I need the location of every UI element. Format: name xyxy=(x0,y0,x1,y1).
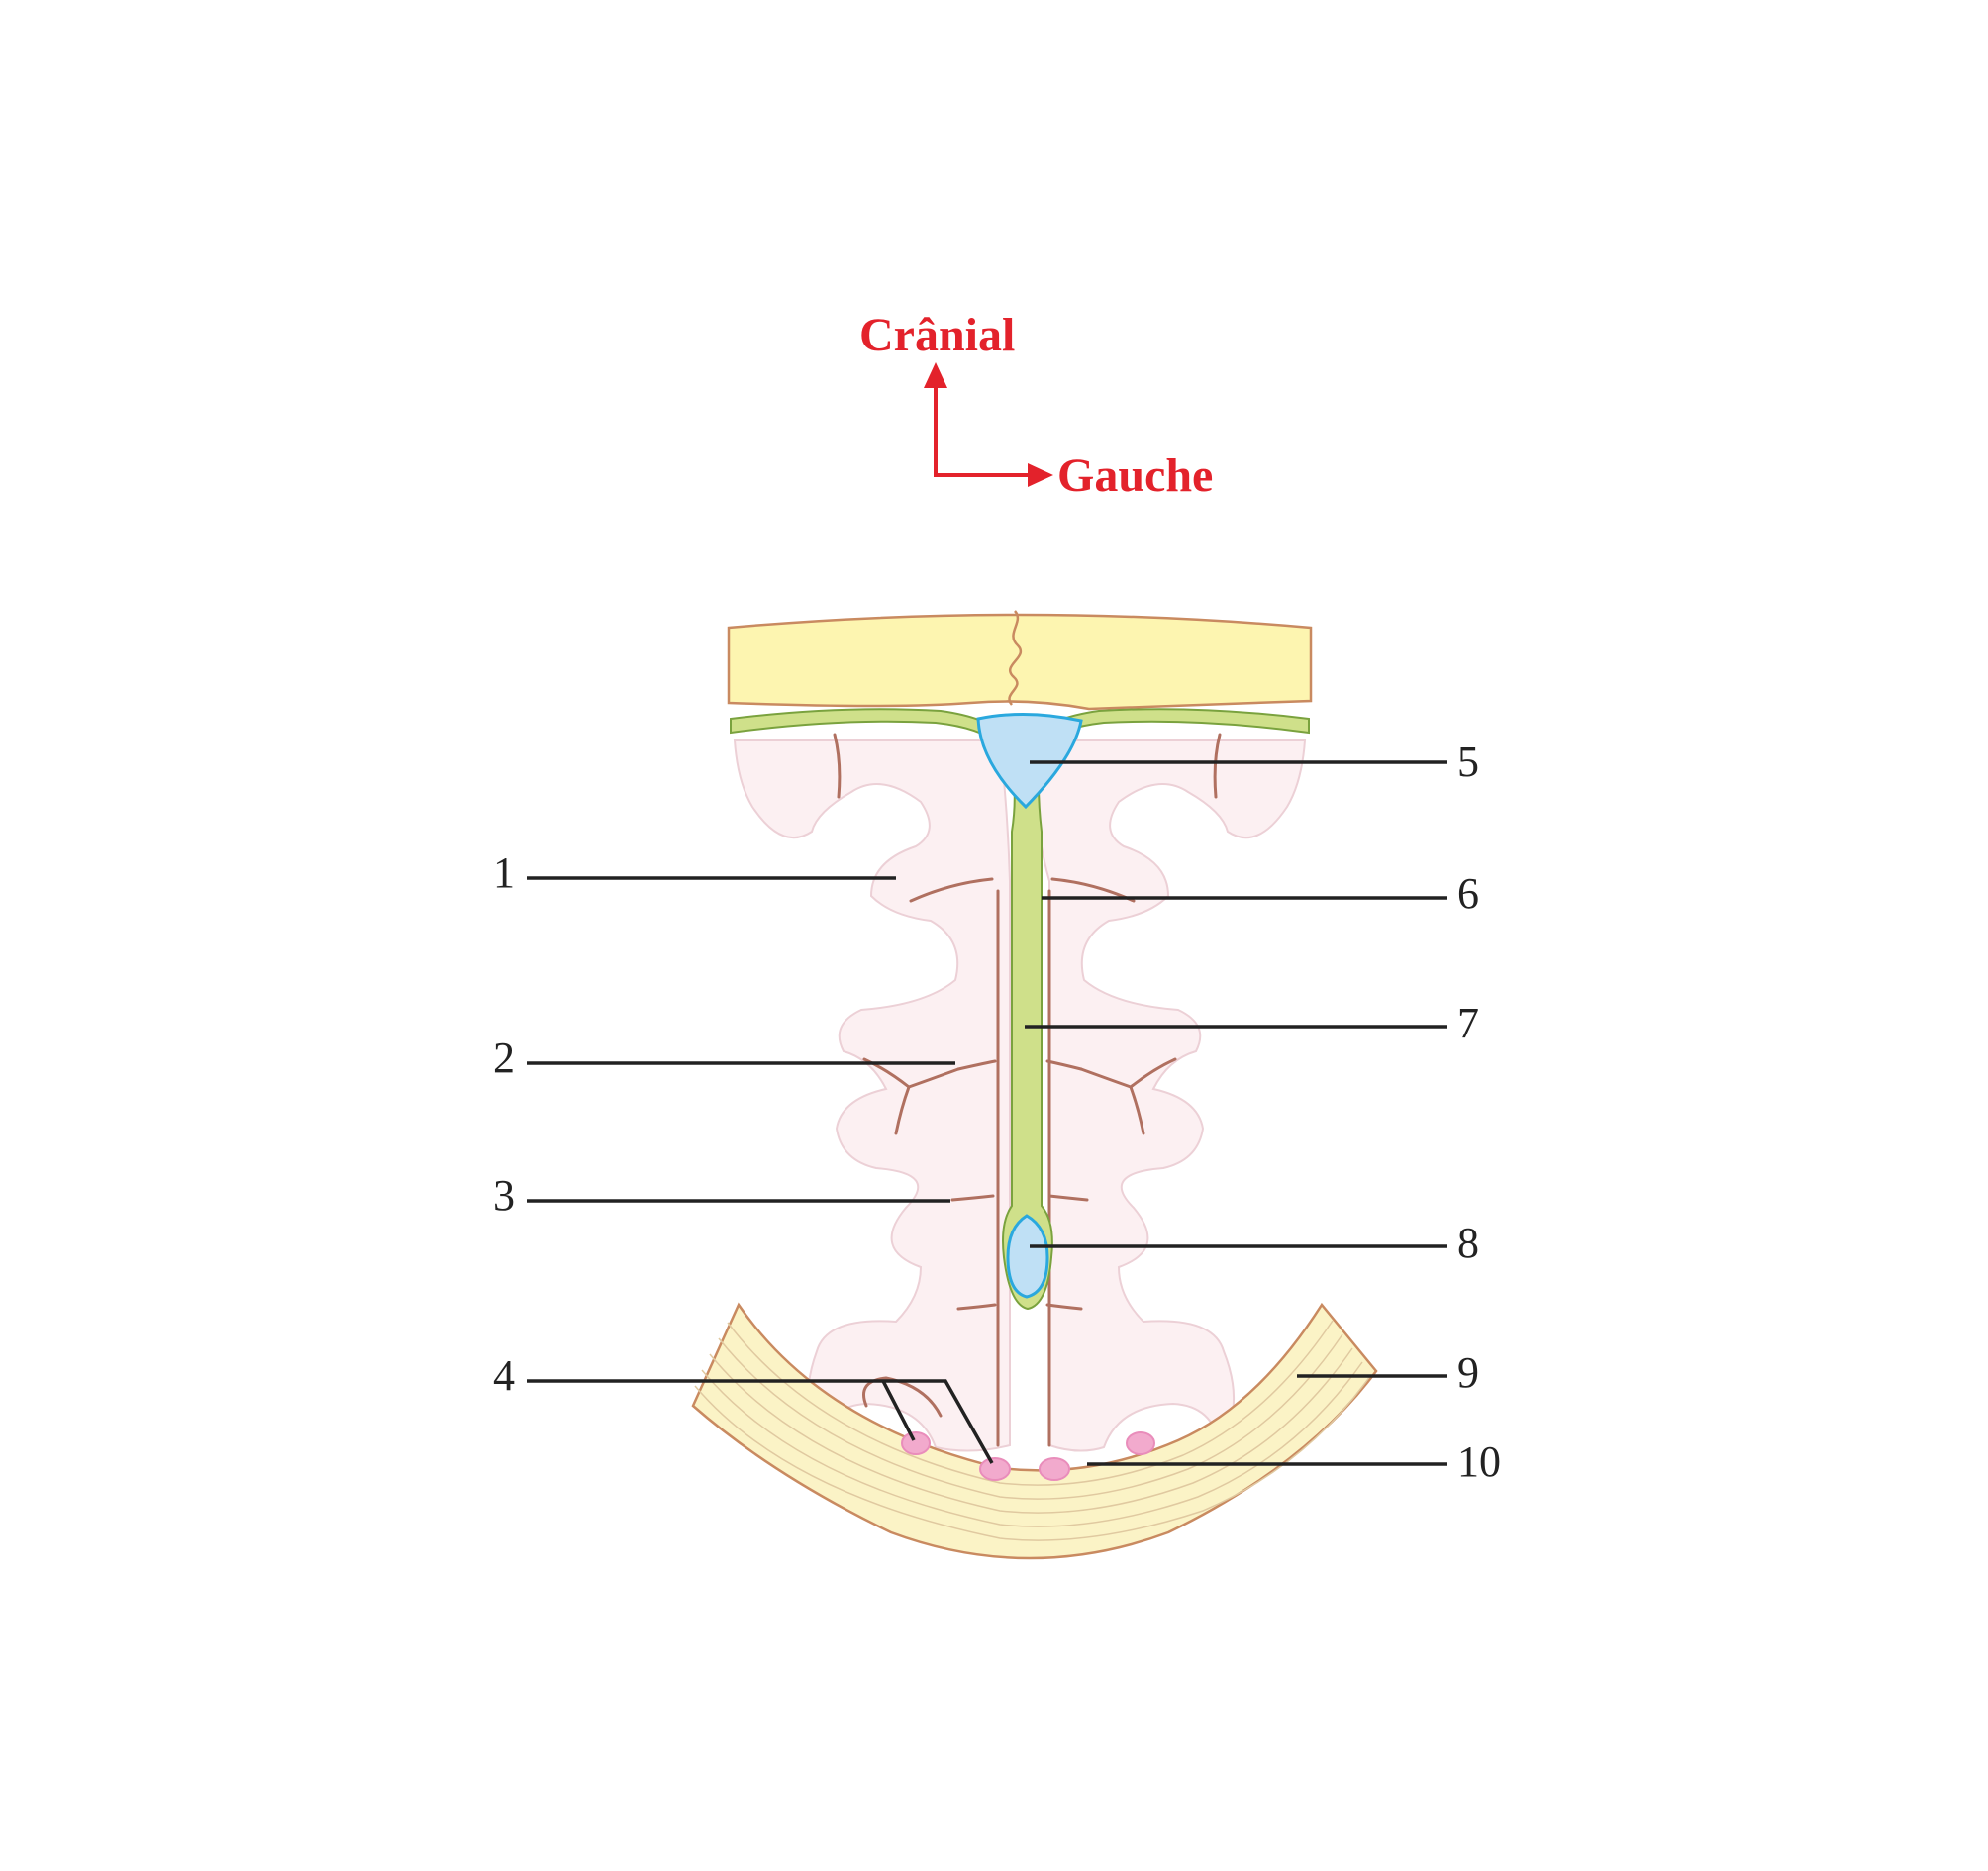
leader-4 xyxy=(527,1379,994,1464)
right-sulcus-y-branch-b xyxy=(1129,1057,1177,1089)
left-basal-sulcus xyxy=(862,1376,943,1418)
leader-lines xyxy=(527,760,1447,1466)
left-label: Gauche xyxy=(1057,449,1213,502)
label-9: 9 xyxy=(1457,1348,1479,1397)
sagittal-suture xyxy=(1008,610,1022,706)
cranial-arrow-head xyxy=(924,362,947,388)
left-sulcus-y-branch-b xyxy=(862,1057,911,1089)
dura-and-falx xyxy=(730,708,1310,1311)
tentorium-cerebelli xyxy=(691,1302,1378,1560)
vessel-left-medial xyxy=(979,1457,1011,1481)
skull-bone xyxy=(727,613,1313,711)
left-arrow-head xyxy=(1028,463,1053,487)
left-sulcus-bottom xyxy=(956,1303,997,1311)
left-hemisphere xyxy=(733,733,1011,1452)
left-lateral-sulcus xyxy=(833,733,842,799)
skull-calvaria xyxy=(727,610,1313,711)
vessel-right-medial xyxy=(1039,1457,1070,1481)
right-hemisphere-surface xyxy=(1035,739,1307,1452)
left-hemisphere-surface xyxy=(733,739,1011,1452)
label-6: 6 xyxy=(1457,869,1479,918)
dura-mater-left xyxy=(730,708,1010,746)
numbered-labels: 1 2 3 4 5 6 7 8 9 10 xyxy=(493,738,1501,1486)
leader-4-branch xyxy=(881,1380,916,1441)
label-2: 2 xyxy=(493,1034,515,1082)
orientation-indicator: Crânial Gauche xyxy=(859,309,1213,502)
left-sulcus-middle xyxy=(956,1059,997,1071)
label-8: 8 xyxy=(1457,1219,1479,1267)
vessel-right-lateral xyxy=(1126,1431,1155,1455)
label-1: 1 xyxy=(493,848,515,897)
right-sulcus-lower xyxy=(1047,1194,1089,1202)
label-5: 5 xyxy=(1457,738,1479,786)
cerebral-vessels xyxy=(901,1431,1155,1481)
label-10: 10 xyxy=(1457,1437,1501,1486)
falx-cerebri xyxy=(1002,737,1053,1311)
label-7: 7 xyxy=(1457,999,1479,1047)
right-hemisphere xyxy=(1035,733,1307,1452)
left-sulcus-upper xyxy=(909,877,994,903)
label-4: 4 xyxy=(493,1351,515,1400)
left-sulcus-y-branch-a xyxy=(907,1067,960,1089)
vessel-left-lateral xyxy=(901,1431,931,1455)
left-sulcus-lower xyxy=(950,1194,995,1202)
tentorium-band xyxy=(691,1302,1378,1560)
left-sulcus-y-stem xyxy=(894,1085,911,1135)
right-sulcus-y-stem xyxy=(1129,1085,1145,1135)
label-3: 3 xyxy=(493,1171,515,1220)
inferior-sagittal-sinus xyxy=(1006,1214,1049,1299)
right-sulcus-y-branch-a xyxy=(1079,1067,1133,1089)
cranial-label: Crânial xyxy=(859,309,1015,361)
